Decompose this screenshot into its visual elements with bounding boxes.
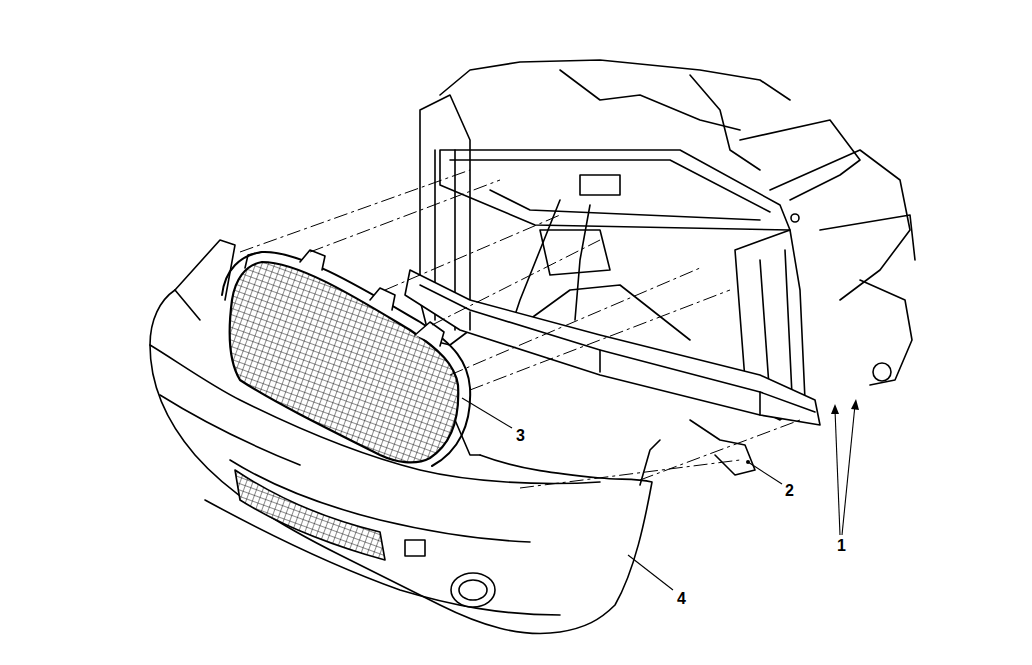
callout-number: 4 — [676, 590, 687, 608]
callout-number: 2 — [784, 482, 795, 500]
callout-number: 3 — [515, 427, 526, 445]
callout-number: 1 — [836, 537, 847, 555]
